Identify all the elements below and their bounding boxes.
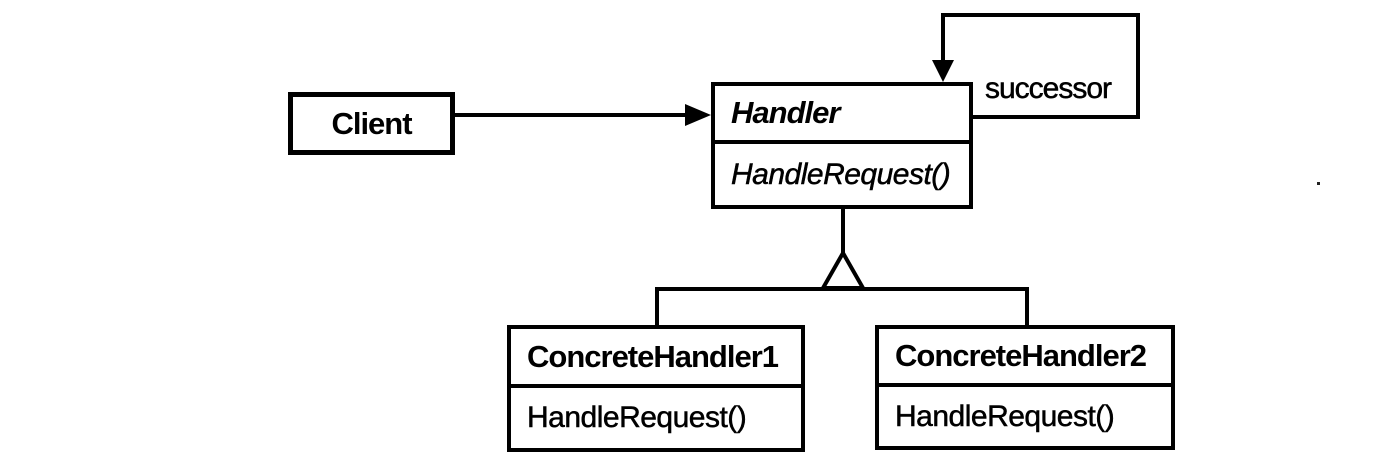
successor-loop-left-segment [941, 13, 945, 62]
scan-artifact-dot [1317, 182, 1320, 185]
successor-arrowhead-down-icon [932, 60, 954, 82]
client-class-name-compartment: Client [293, 97, 450, 150]
client-class-name: Client [331, 105, 412, 141]
client-class-box: Client [288, 92, 455, 155]
handler-class-name: Handler [731, 95, 840, 130]
generalization-drop-left-line [655, 289, 659, 327]
client-to-handler-association-line [455, 113, 687, 117]
handler-method-compartment: HandleRequest() [715, 144, 969, 205]
concrete-handler-2-method-compartment: HandleRequest() [879, 387, 1171, 446]
successor-loop-bottom-segment [973, 115, 1140, 119]
generalization-drop-right-line [1025, 289, 1029, 327]
successor-loop-top-segment [941, 13, 1140, 17]
handler-method-label: HandleRequest() [731, 157, 951, 191]
concrete-handler-2-name-compartment: ConcreteHandler2 [879, 329, 1171, 387]
handler-name-compartment: Handler [715, 86, 969, 144]
concrete-handler-1-name-compartment: ConcreteHandler1 [511, 329, 801, 388]
concrete-handler-1-class-box: ConcreteHandler1 HandleRequest() [507, 325, 805, 452]
concrete-handler-2-method-label: HandleRequest() [895, 399, 1115, 433]
concrete-handler-1-method-compartment: HandleRequest() [511, 388, 801, 448]
concrete-handler-1-method-label: HandleRequest() [527, 401, 747, 435]
association-arrowhead-right-icon [685, 104, 711, 126]
concrete-handler-1-class-name: ConcreteHandler1 [527, 338, 779, 374]
generalization-stem-line [841, 209, 845, 254]
concrete-handler-2-class-name: ConcreteHandler2 [895, 338, 1147, 373]
concrete-handler-2-class-box: ConcreteHandler2 HandleRequest() [875, 325, 1175, 450]
generalization-triangle-icon [820, 251, 866, 290]
successor-association-label: successor [985, 72, 1113, 106]
successor-loop-right-segment [1136, 13, 1140, 119]
handler-class-box: Handler HandleRequest() [711, 82, 973, 209]
